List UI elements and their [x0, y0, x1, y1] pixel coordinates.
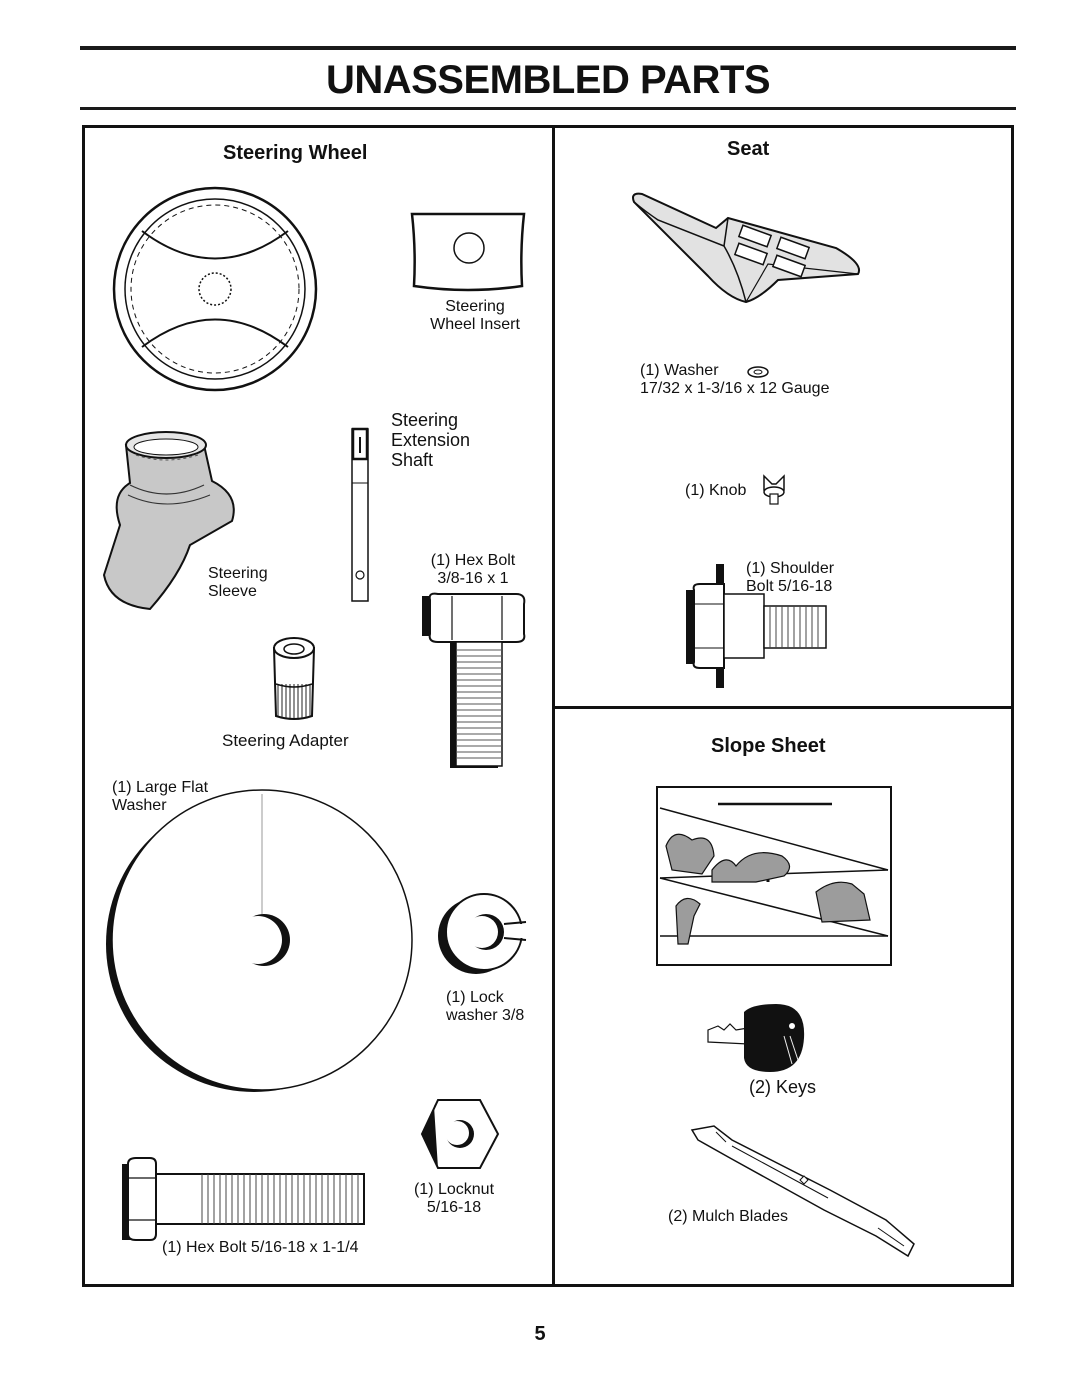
slope-sheet-illustration [656, 786, 892, 966]
hex-bolt-516-label: (1) Hex Bolt 5/16-18 x 1-1/4 [162, 1239, 359, 1256]
steering-wheel-heading: Steering Wheel [223, 142, 368, 164]
title-underline [80, 107, 1016, 110]
hex-bolt-516-illustration [122, 1157, 365, 1241]
steering-adapter-label: Steering Adapter [222, 731, 349, 750]
large-flat-washer-illustration [106, 789, 413, 1092]
seat-slope-divider [554, 706, 1014, 709]
steering-wheel-insert-label: Steering Wheel Insert [430, 298, 520, 333]
steering-sleeve-illustration [102, 431, 235, 611]
steering-wheel-insert-illustration [410, 212, 526, 292]
slope-sheet-heading: Slope Sheet [711, 735, 826, 757]
hex-bolt-38-label: (1) Hex Bolt 3/8-16 x 1 [430, 552, 516, 587]
steering-adapter-illustration [272, 637, 316, 720]
steering-extension-shaft-label: Steering Extension Shaft [391, 410, 471, 470]
lock-washer-illustration [438, 893, 530, 974]
mulch-blades-label: (2) Mulch Blades [668, 1208, 789, 1225]
knob-illustration [763, 474, 785, 505]
seat-heading: Seat [727, 138, 770, 160]
hex-bolt-38-illustration [422, 592, 526, 768]
large-flat-washer-label: (1) Large Flat Washer [112, 779, 209, 814]
top-rule [80, 46, 1016, 50]
page-number: 5 [534, 1323, 546, 1345]
shoulder-bolt-label: (1) Shoulder Bolt 5/16-18 [746, 560, 835, 595]
steering-sleeve-label: Steering Sleeve [208, 565, 268, 600]
steering-extension-shaft-illustration [351, 427, 369, 602]
page-title: UNASSEMBLED PARTS [325, 58, 771, 102]
lock-washer-label: (1) Lock washer 3/8 [446, 989, 525, 1024]
column-divider [552, 125, 555, 1287]
seat-washer-label: (1) Washer 17/32 x 1-3/16 x 12 Gauge [640, 362, 830, 397]
shoulder-bolt-illustration [686, 564, 827, 688]
seat-illustration [632, 192, 860, 304]
keys-illustration [707, 1004, 805, 1072]
steering-wheel-illustration [112, 186, 318, 392]
knob-label: (1) Knob [685, 482, 747, 499]
keys-label: (2) Keys [749, 1077, 817, 1097]
locknut-label: (1) Locknut 5/16-18 [413, 1181, 495, 1216]
locknut-illustration [420, 1099, 500, 1169]
mulch-blades-illustration [690, 1125, 915, 1258]
seat-washer-illustration [747, 366, 769, 378]
